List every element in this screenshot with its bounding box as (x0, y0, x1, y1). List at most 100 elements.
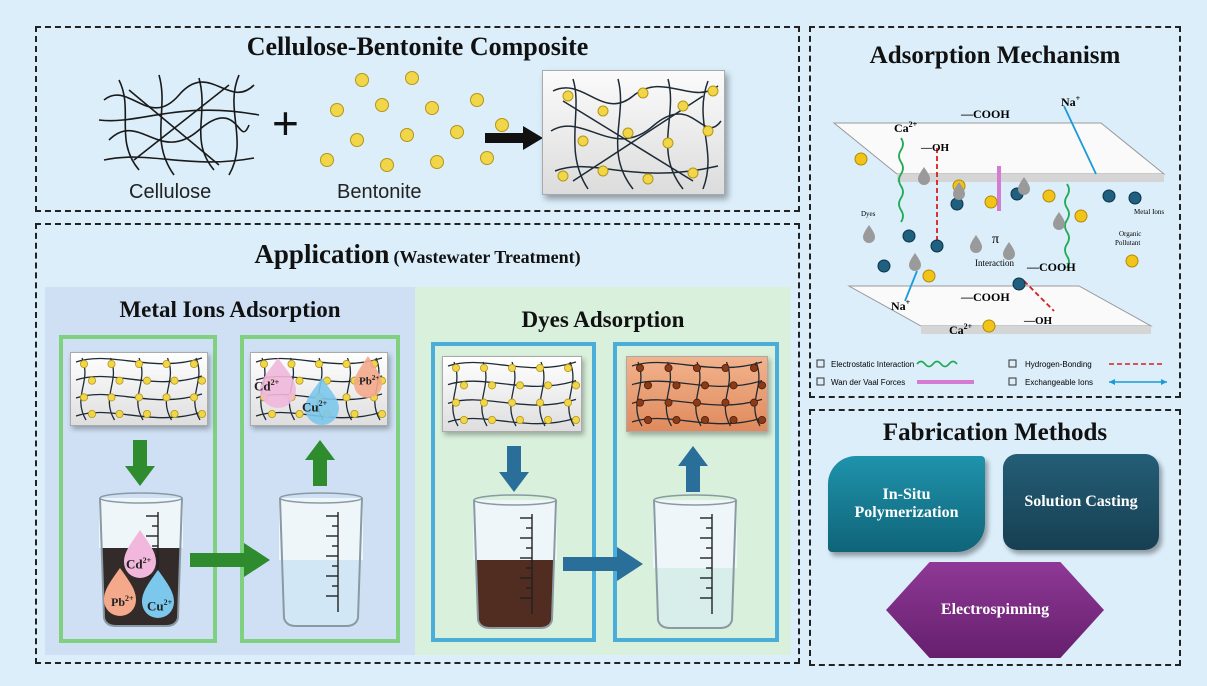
tile-particle (295, 409, 304, 418)
bentonite-particle (405, 71, 419, 85)
electrospinning-button[interactable]: Electrospinning (886, 562, 1104, 658)
beaker (473, 494, 557, 629)
tile-particle (507, 363, 516, 372)
down-arrow-icon (499, 446, 529, 492)
bentonite-particle (400, 128, 414, 142)
metal-ion (1102, 189, 1116, 203)
legend-label-0: Electrostatic Interaction (831, 360, 914, 369)
organic-pollutant (854, 152, 868, 166)
tile-particle (197, 376, 206, 385)
top-sheet (832, 122, 1166, 182)
tile-particle (644, 381, 653, 390)
tile-particle (197, 409, 206, 418)
dye-molecule (863, 225, 875, 243)
tile-particle (115, 376, 124, 385)
right-arrow-icon (485, 126, 543, 150)
solution-casting-button[interactable]: Solution Casting (1003, 454, 1159, 550)
tile-particle (750, 398, 759, 407)
application-title: Application (Wastewater Treatment) (37, 239, 798, 270)
tile-particle (170, 376, 179, 385)
bentonite-particle (470, 93, 484, 107)
mech-na-bottom: Na+ (891, 298, 911, 313)
bentonite-particle (450, 125, 464, 139)
beaker (279, 492, 363, 627)
dye-molecule (909, 253, 921, 271)
tile-particle (544, 415, 553, 424)
tile-particle (459, 415, 468, 424)
tile-particle (479, 398, 488, 407)
tile-particle (350, 409, 359, 418)
tile-particle (729, 381, 738, 390)
tile-particle (721, 398, 730, 407)
mechanism-panel: Adsorption Mechanism (809, 26, 1181, 398)
fabrication-panel: Fabrication Methods (809, 409, 1181, 666)
composite-title: Cellulose-Bentonite Composite (246, 32, 589, 61)
mech-interaction: Interaction (975, 258, 1014, 268)
legend-label-2: Wan der Vaal Forces (831, 378, 905, 387)
tile-particle (693, 398, 702, 407)
tile-particle (88, 376, 97, 385)
tile-particle (342, 393, 351, 402)
tile-particle (107, 393, 116, 402)
bentonite-particle (480, 151, 494, 165)
bentonite-particle (495, 118, 509, 132)
mech-cooh-bottom: —COOH (960, 290, 1010, 304)
dye-molecule (1053, 212, 1065, 230)
tile-particle (672, 415, 681, 424)
mechanism-diagram: —COOH —OH Ca2+ Na+ π Interaction —COOH —… (816, 94, 1167, 387)
bentonite-particle (380, 158, 394, 172)
tile-particle (134, 359, 143, 368)
tile-particle (664, 398, 673, 407)
organic-pollutant (1042, 189, 1056, 203)
cd-label-after: Cd2+ (254, 378, 280, 394)
bentonite-particles (320, 71, 509, 172)
cu-label-after: Cu2+ (302, 399, 328, 415)
metal-ion (930, 239, 944, 253)
dye-molecule (1018, 177, 1030, 195)
up-arrow-icon (305, 440, 335, 486)
mech-oh-top: —OH (920, 142, 950, 154)
bentonite-particle (320, 153, 334, 167)
metal-before-frame (59, 335, 217, 643)
tile-particle (721, 363, 730, 372)
tile-particle (564, 398, 573, 407)
mech-pollutant-label: Pollutant (1115, 239, 1140, 247)
right-arrow-icon (563, 547, 643, 581)
exchange-arrow-top (1063, 105, 1097, 175)
composite-network (550, 78, 722, 190)
dye-molecule (1003, 242, 1015, 260)
dye-molecule (970, 235, 982, 253)
mech-cooh-mid: —COOH (1026, 260, 1076, 274)
bentonite-particle (375, 98, 389, 112)
mech-ca-bottom: Ca2+ (949, 322, 973, 337)
tile-particle (758, 381, 767, 390)
mech-organic-label: Organic (1119, 230, 1141, 238)
tile-particle (536, 363, 545, 372)
metal-ion (950, 197, 964, 211)
bottom-sheet (847, 285, 1153, 334)
in-situ-polymerization-button[interactable]: In-Situ Polymerization (828, 456, 985, 552)
application-title-main: Application (254, 239, 390, 269)
pb-label-beaker: Pb2+ (111, 594, 134, 609)
tile-particle (162, 393, 171, 402)
bentonite-particle (330, 103, 344, 117)
tile-particle (80, 359, 89, 368)
legend-label-3: Exchangeable Ions (1025, 378, 1093, 387)
bentonite-particle (350, 133, 364, 147)
bentonite-particle (425, 101, 439, 115)
tile-particle (107, 359, 116, 368)
tile-particle (342, 359, 351, 368)
tile-particle (487, 415, 496, 424)
tile-particle (80, 393, 89, 402)
composite-result-tile (542, 70, 725, 195)
tile-particle (267, 409, 276, 418)
tile-particle (479, 363, 488, 372)
metal-ion (1128, 191, 1142, 205)
metal-ions-title: Metal Ions Adsorption (119, 297, 341, 322)
tile-particle (644, 415, 653, 424)
organic-pollutant (922, 269, 936, 283)
tile-particle (451, 398, 460, 407)
tile-particle (636, 398, 645, 407)
ion-drops-after (260, 356, 382, 425)
